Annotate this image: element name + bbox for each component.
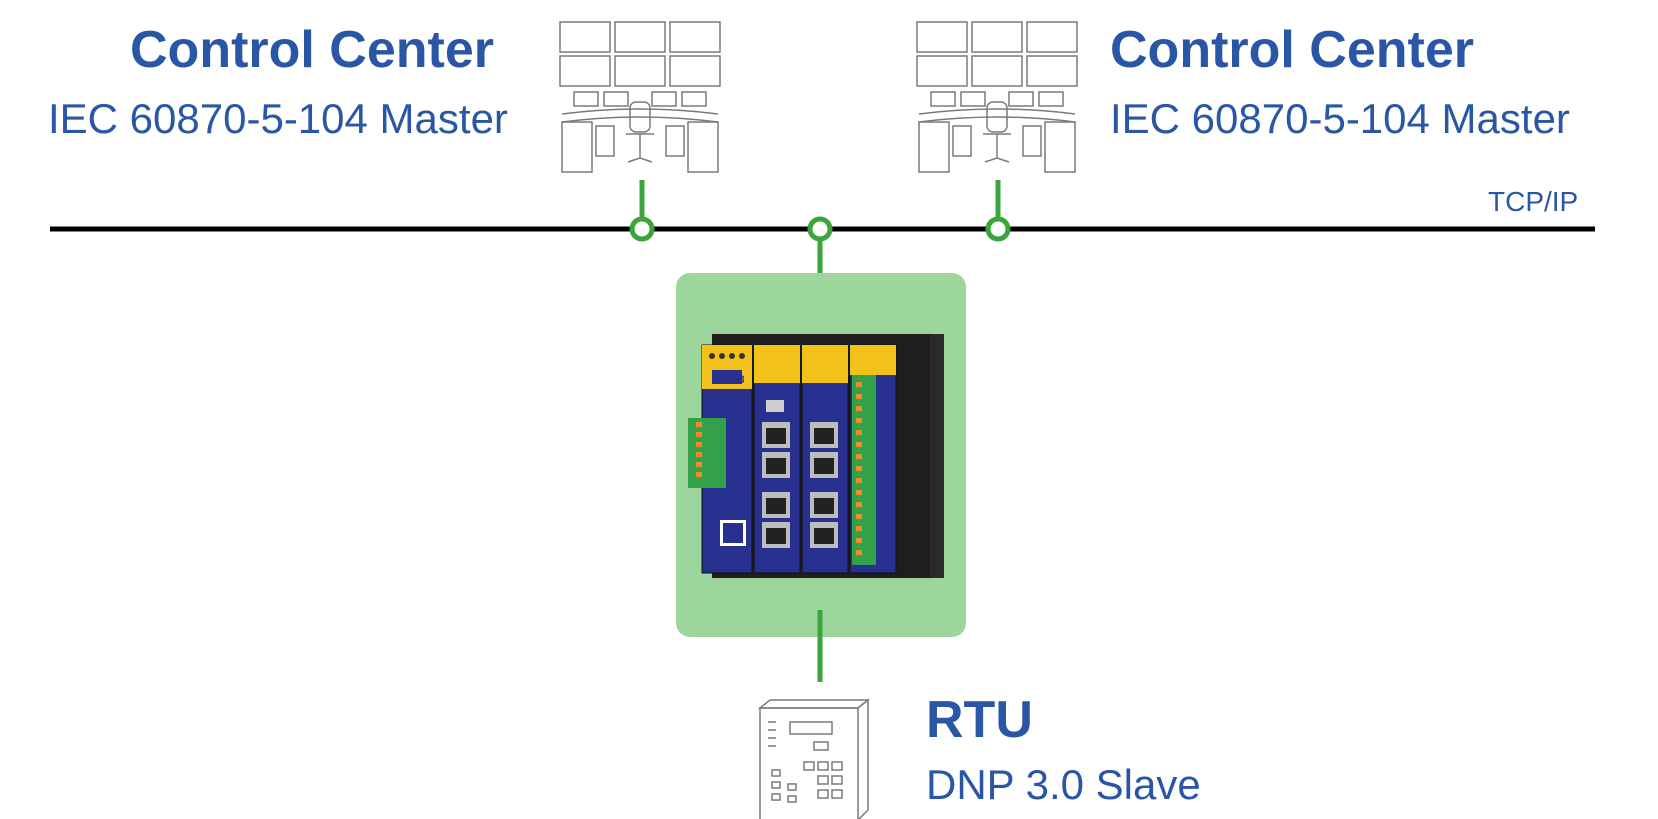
control-room-icon bbox=[559, 21, 721, 173]
connector-left-control-center bbox=[629, 180, 655, 242]
control-center-left-title: Control Center bbox=[130, 21, 494, 79]
control-room-icon bbox=[916, 21, 1078, 173]
network-label: TCP/IP bbox=[1488, 186, 1579, 217]
connector-right-control-center bbox=[985, 180, 1011, 242]
control-center-right-title: Control Center bbox=[1110, 21, 1474, 79]
rtu-subtitle: DNP 3.0 Slave bbox=[926, 761, 1201, 808]
mec3-gateway-icon: MEC3 bbox=[688, 334, 944, 578]
rtu-title: RTU bbox=[926, 691, 1033, 749]
control-center-right-subtitle: IEC 60870-5-104 Master bbox=[1110, 95, 1570, 142]
control-center-left-subtitle: IEC 60870-5-104 Master bbox=[48, 95, 508, 142]
protection-relay-icon bbox=[757, 698, 871, 819]
gateway-model-label: MEC3 bbox=[714, 374, 745, 386]
